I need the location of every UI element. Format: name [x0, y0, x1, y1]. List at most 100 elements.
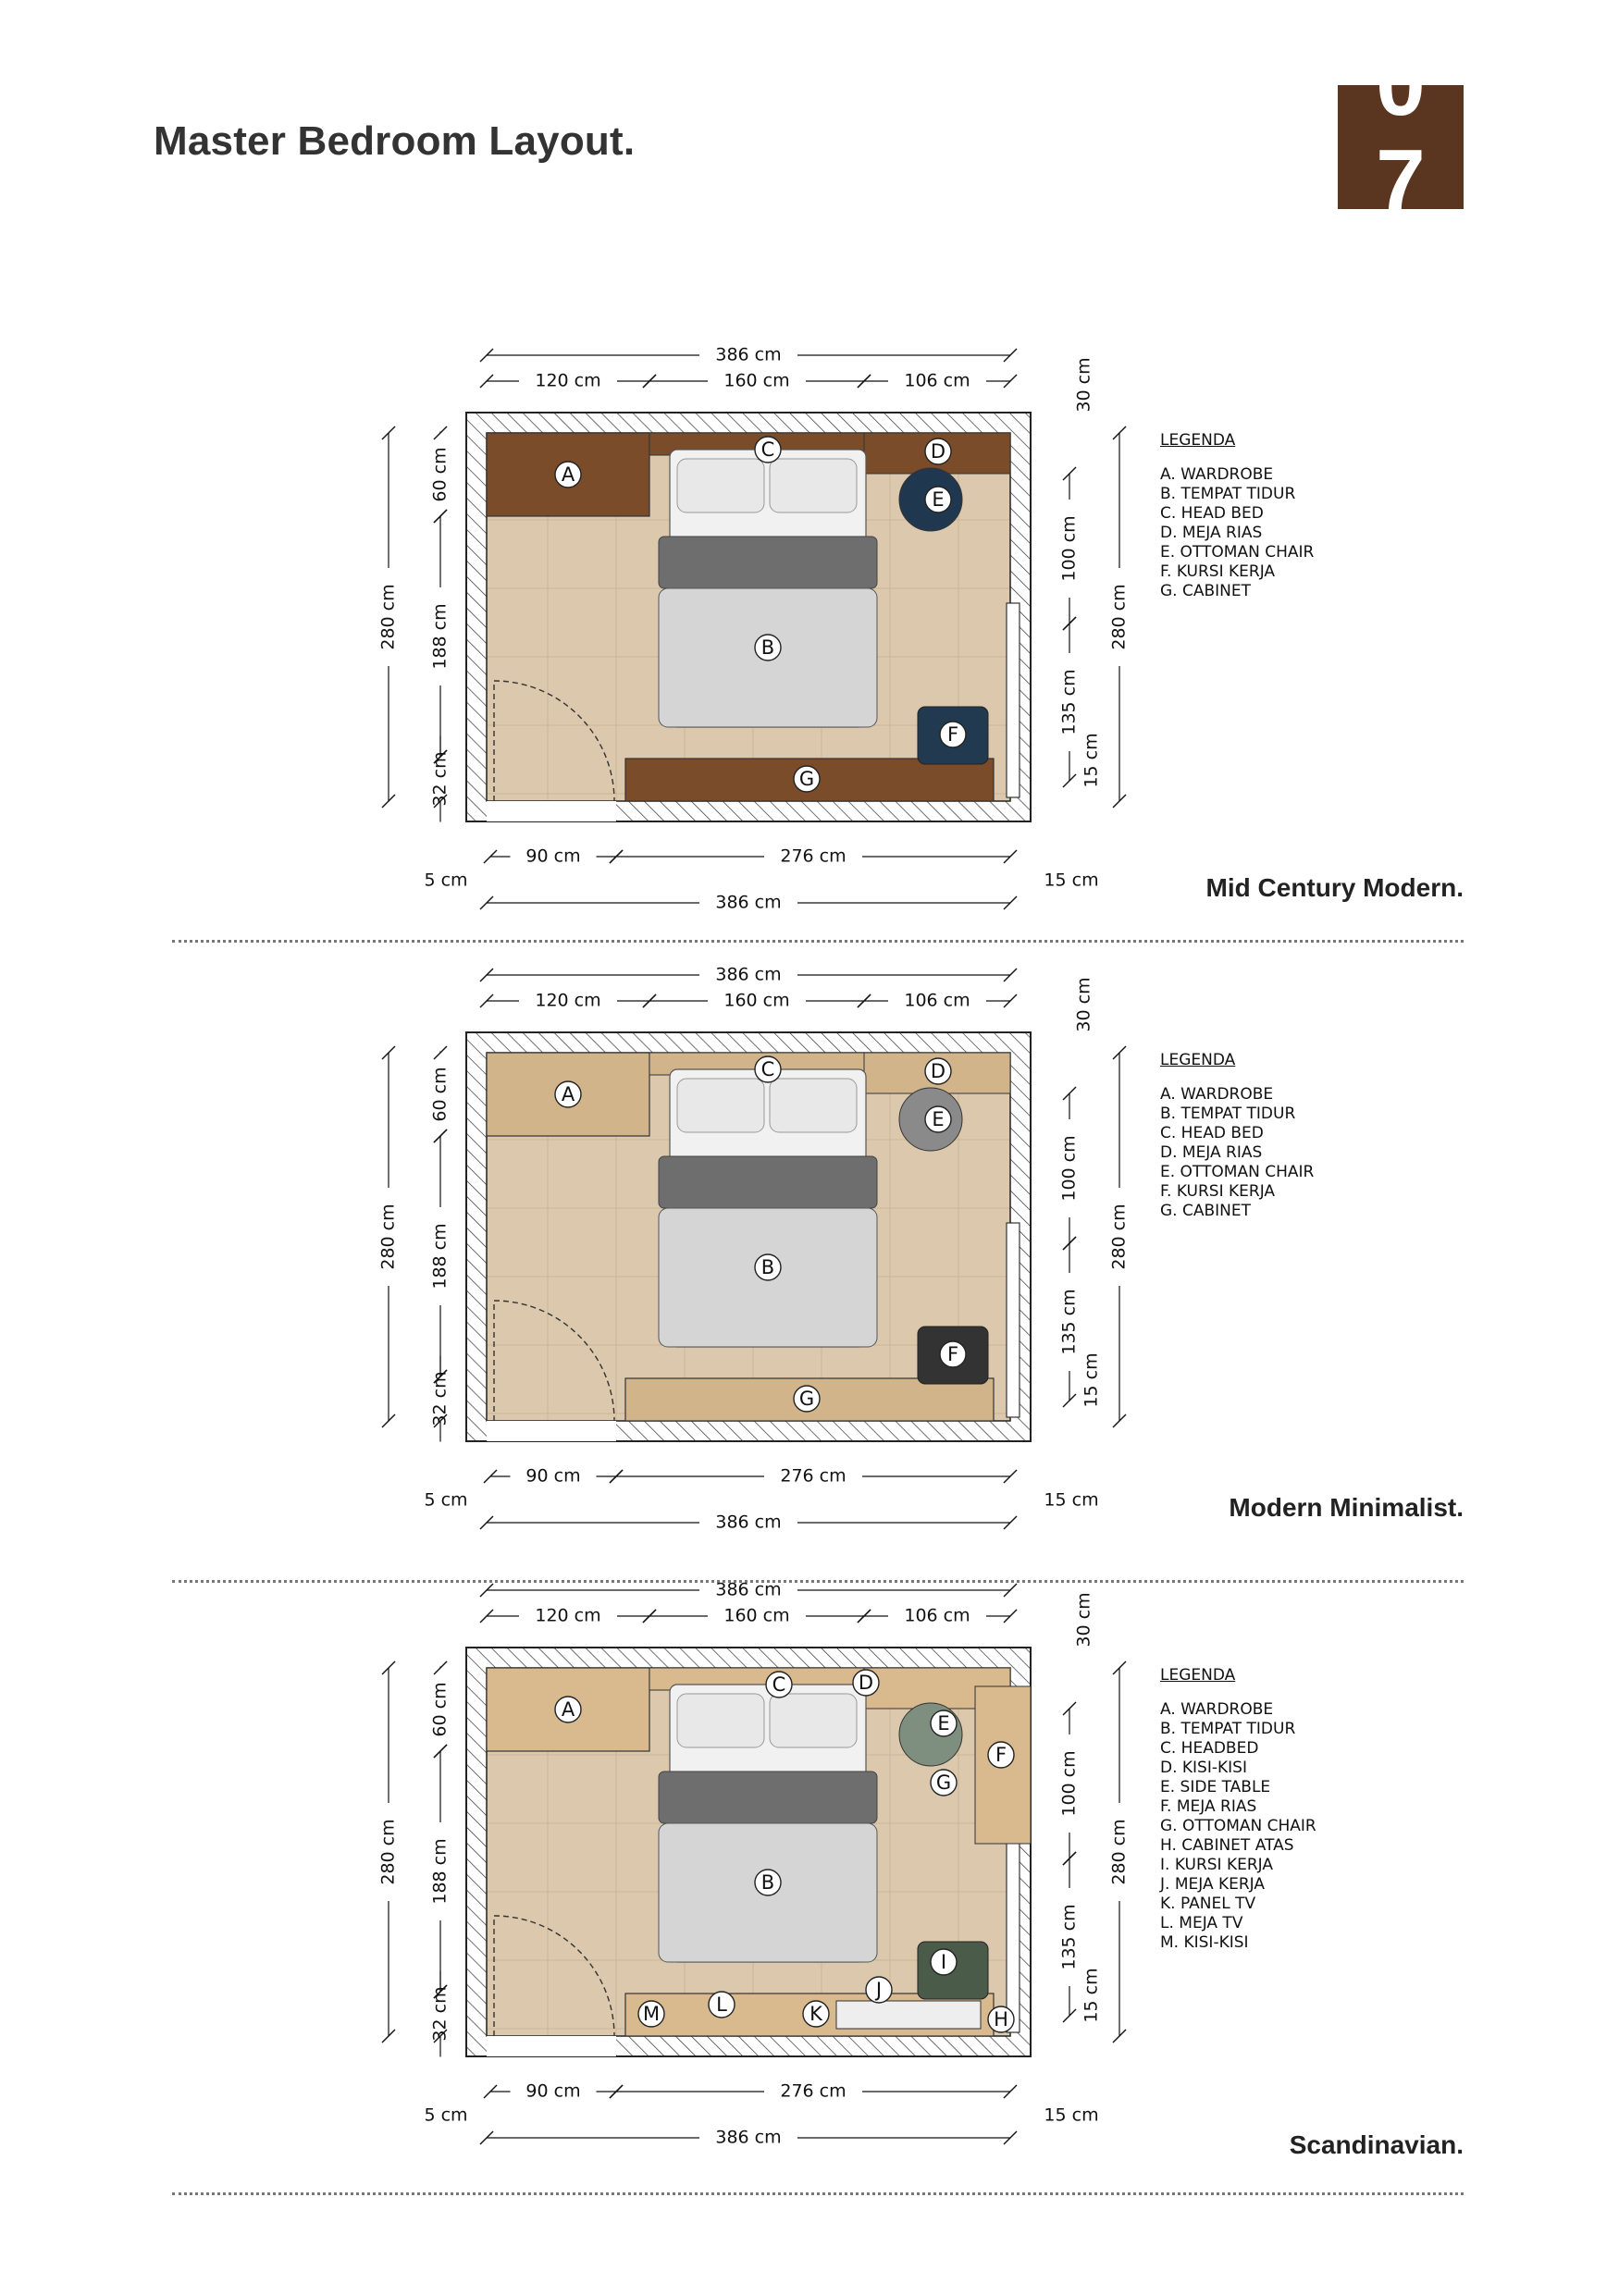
legend-marker [924, 1057, 952, 1085]
dimension-label: 15 cm [1081, 1352, 1102, 1407]
dimension-label: 90 cm [525, 1466, 580, 1487]
dimension-tick [1112, 426, 1127, 440]
legend-item: B. TEMPAT TIDUR [1160, 1105, 1296, 1123]
dimension-label: 280 cm [1109, 584, 1130, 649]
dimension-label: 60 cm [430, 447, 451, 501]
dimension-label: 120 cm [535, 991, 600, 1011]
legend-marker-letter: F [947, 1343, 958, 1365]
dimension-tick [1003, 1469, 1018, 1484]
legend-marker [708, 1991, 735, 2018]
legend-marker [987, 2006, 1015, 2033]
legend-marker-letter: D [859, 1672, 873, 1694]
keyboard-desk [835, 2000, 982, 2030]
legend-item: A. WARDROBE [1160, 1085, 1274, 1104]
dimension-label: 100 cm [1059, 515, 1080, 581]
legend-item: D. MEJA RIAS [1160, 1143, 1263, 1162]
legend-marker-letter: E [937, 1712, 949, 1734]
legend-marker-letter: J [874, 1979, 882, 2001]
badge-digit-bottom: 7 [1376, 131, 1426, 210]
dimension-label: 15 cm [1044, 2105, 1098, 2126]
legend-marker [754, 634, 782, 661]
dimension-tick [483, 1469, 498, 1484]
legend-item: G. OTTOMAN CHAIR [1160, 1817, 1316, 1835]
dimension-label: 90 cm [525, 2081, 580, 2102]
legend-marker [754, 1055, 782, 1083]
legend-item: A. WARDROBE [1160, 465, 1274, 484]
legend-marker-letter: G [799, 768, 814, 790]
pillow [676, 1693, 765, 1748]
dimension-tick [642, 1609, 657, 1623]
dimension-label: 32 cm [430, 1371, 451, 1426]
dimension-tick [1062, 2008, 1077, 2023]
legend-marker-letter: C [772, 1673, 786, 1696]
dimension-tick [1112, 794, 1127, 809]
pillow [769, 1693, 858, 1748]
style-name: Mid Century Modern. [1205, 873, 1464, 902]
legend-marker [930, 1710, 958, 1737]
dimension-label: 60 cm [430, 1067, 451, 1121]
dimension-label: 5 cm [424, 870, 467, 891]
dimension-tick [433, 2029, 448, 2043]
dimension-tick [1062, 1393, 1077, 1408]
dimension-label: 386 cm [715, 1580, 781, 1600]
dimension-tick [479, 374, 494, 389]
legend-item: B. TEMPAT TIDUR [1160, 485, 1296, 503]
dimension-label: 30 cm [1074, 1592, 1094, 1647]
dimension-tick [433, 794, 448, 809]
legend-marker [802, 2000, 830, 2028]
dimension-tick [609, 2084, 624, 2099]
dimension-label: 276 cm [780, 1466, 846, 1487]
door-opening [487, 2036, 616, 2056]
door-opening [487, 801, 616, 821]
dimension-label: 15 cm [1044, 1490, 1098, 1511]
dimension-tick [381, 1660, 396, 1675]
dimension-label: 386 cm [715, 965, 781, 985]
dimension-tick [1003, 968, 1018, 982]
dimension-label: 15 cm [1044, 870, 1098, 891]
dimension-tick [381, 1045, 396, 1060]
legend-item: E. OTTOMAN CHAIR [1160, 543, 1315, 562]
legend-marker-letter: C [761, 438, 775, 461]
legend-item: C. HEAD BED [1160, 504, 1264, 523]
legend-marker [765, 1671, 793, 1698]
dimension-tick [857, 374, 871, 389]
page-title: Master Bedroom Layout. [154, 118, 636, 164]
pillow [769, 458, 858, 513]
dimension-tick [642, 374, 657, 389]
dimension-tick [1003, 1515, 1018, 1530]
dimension-tick [857, 994, 871, 1008]
dimension-tick [479, 1609, 494, 1623]
dimension-tick [1003, 849, 1018, 864]
dimension-tick [1003, 895, 1018, 910]
dimension-label: 386 cm [715, 1512, 781, 1533]
dimension-label: 160 cm [723, 1606, 789, 1626]
dimension-tick [479, 994, 494, 1008]
dimension-tick [433, 1045, 448, 1060]
legend-item: F. KURSI KERJA [1160, 562, 1276, 581]
legend-item: G. CABINET [1160, 1202, 1251, 1220]
dimension-label: 120 cm [535, 1606, 600, 1626]
legend-marker [939, 721, 967, 748]
dimension-tick [1003, 994, 1018, 1008]
dimension-tick [479, 348, 494, 363]
style-name: Modern Minimalist. [1229, 1493, 1464, 1522]
divider [172, 2192, 1464, 2195]
dimension-label: 160 cm [723, 371, 789, 391]
legend-item: C. HEAD BED [1160, 1124, 1264, 1142]
dimension-label: 386 cm [715, 893, 781, 913]
legend-marker-letter: C [761, 1058, 775, 1080]
dimension-label: 100 cm [1059, 1750, 1080, 1816]
dimension-label: 280 cm [378, 1819, 399, 1884]
ottoman-chair [898, 1702, 963, 1767]
dimension-label: 5 cm [424, 2105, 467, 2126]
legend-marker [939, 1340, 967, 1368]
dimension-tick [1112, 1660, 1127, 1675]
dimension-tick [479, 2130, 494, 2145]
legend-marker-letter: D [931, 1060, 945, 1082]
legend-item: K. PANEL TV [1160, 1895, 1256, 1913]
dimension-label: 160 cm [723, 991, 789, 1011]
legend-item: E. OTTOMAN CHAIR [1160, 1163, 1315, 1181]
